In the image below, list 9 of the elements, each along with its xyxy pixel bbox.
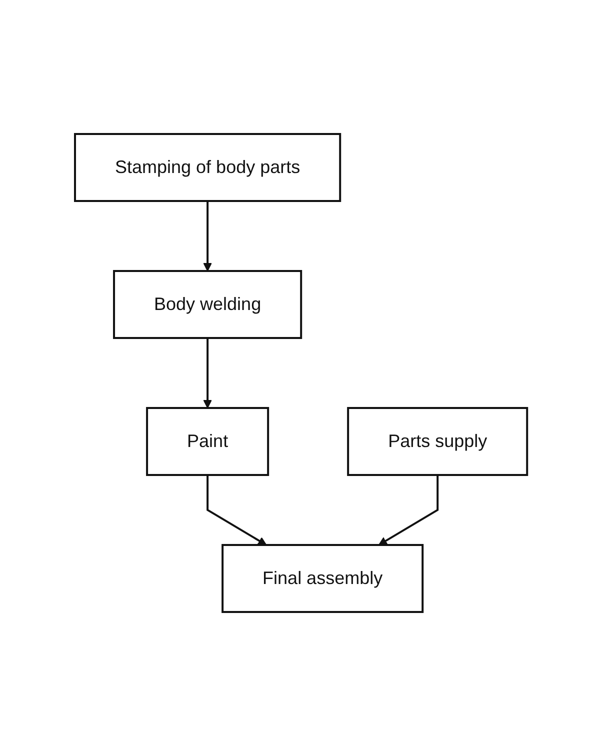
node-box: Body welding [113, 270, 303, 339]
arrow [204, 201, 212, 272]
node-box: Parts supply [348, 407, 529, 476]
node-box: Final assembly [222, 544, 424, 613]
arrow [207, 475, 268, 546]
arrow [378, 475, 440, 546]
node-box: Paint [146, 407, 270, 476]
node-box: Stamping of body parts [74, 133, 342, 202]
arrow [204, 338, 212, 408]
